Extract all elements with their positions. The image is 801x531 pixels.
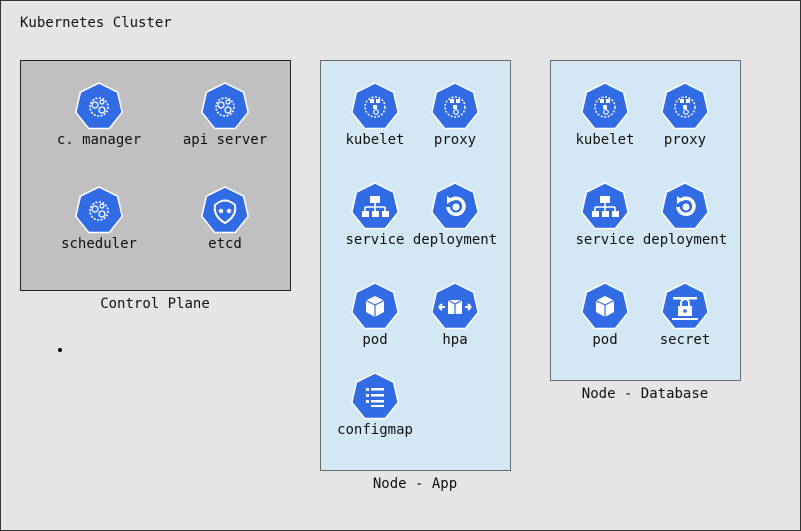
node-db-item-kubelet: kubelet bbox=[550, 82, 660, 148]
node-db-item-deployment: deployment bbox=[630, 182, 740, 248]
node-app-item-deployment: deployment bbox=[400, 182, 510, 248]
deployment-icon bbox=[661, 182, 709, 230]
node-db-item-service: service bbox=[550, 182, 660, 248]
node-app-item-pod: pod bbox=[320, 282, 430, 348]
item-label: pod bbox=[592, 332, 618, 348]
control-plane-item-scheduler: scheduler bbox=[44, 186, 154, 252]
kubelet-icon bbox=[581, 82, 629, 130]
control-plane-label: Control Plane bbox=[100, 296, 210, 312]
configmap-icon bbox=[351, 372, 399, 420]
hpa-icon bbox=[431, 282, 479, 330]
control-plane-item-etcd: etcd bbox=[170, 186, 280, 252]
item-label: deployment bbox=[412, 232, 498, 248]
etcd-icon bbox=[201, 186, 249, 234]
node-db-item-secret: secret bbox=[630, 282, 740, 348]
item-label: pod bbox=[362, 332, 388, 348]
item-label: proxy bbox=[433, 132, 477, 148]
control-plane-group bbox=[20, 60, 291, 291]
service-icon bbox=[351, 182, 399, 230]
item-label: secret bbox=[659, 332, 711, 348]
deployment-icon bbox=[431, 182, 479, 230]
control-plane-item-api-server: api server bbox=[170, 82, 280, 148]
item-label: service bbox=[575, 232, 635, 248]
node-app-item-proxy: proxy bbox=[400, 82, 510, 148]
pod-icon bbox=[581, 282, 629, 330]
node-db-item-proxy: proxy bbox=[630, 82, 740, 148]
scheduler-icon bbox=[75, 186, 123, 234]
item-label: scheduler bbox=[61, 236, 137, 252]
node-app-item-hpa: hpa bbox=[400, 282, 510, 348]
item-label: proxy bbox=[663, 132, 707, 148]
pod-icon bbox=[351, 282, 399, 330]
node-app-label: Node - App bbox=[372, 476, 458, 492]
item-label: c. manager bbox=[56, 132, 142, 148]
stray-dot bbox=[58, 348, 62, 352]
item-label: configmap bbox=[337, 422, 413, 438]
node-db-item-pod: pod bbox=[550, 282, 660, 348]
item-label: kubelet bbox=[575, 132, 635, 148]
proxy-icon bbox=[661, 82, 709, 130]
item-label: service bbox=[345, 232, 405, 248]
item-label: api server bbox=[182, 132, 268, 148]
item-label: deployment bbox=[642, 232, 728, 248]
controller-manager-icon bbox=[75, 82, 123, 130]
api-server-icon bbox=[201, 82, 249, 130]
node-database-label: Node - Database bbox=[581, 386, 709, 402]
control-plane-item-c-manager: c. manager bbox=[44, 82, 154, 148]
node-app-item-kubelet: kubelet bbox=[320, 82, 430, 148]
item-label: hpa bbox=[442, 332, 468, 348]
node-app-item-service: service bbox=[320, 182, 430, 248]
service-icon bbox=[581, 182, 629, 230]
proxy-icon bbox=[431, 82, 479, 130]
kubelet-icon bbox=[351, 82, 399, 130]
secret-icon bbox=[661, 282, 709, 330]
node-app-item-configmap: configmap bbox=[320, 372, 430, 438]
item-label: etcd bbox=[208, 236, 242, 252]
item-label: kubelet bbox=[345, 132, 405, 148]
cluster-title: Kubernetes Cluster bbox=[20, 15, 172, 31]
